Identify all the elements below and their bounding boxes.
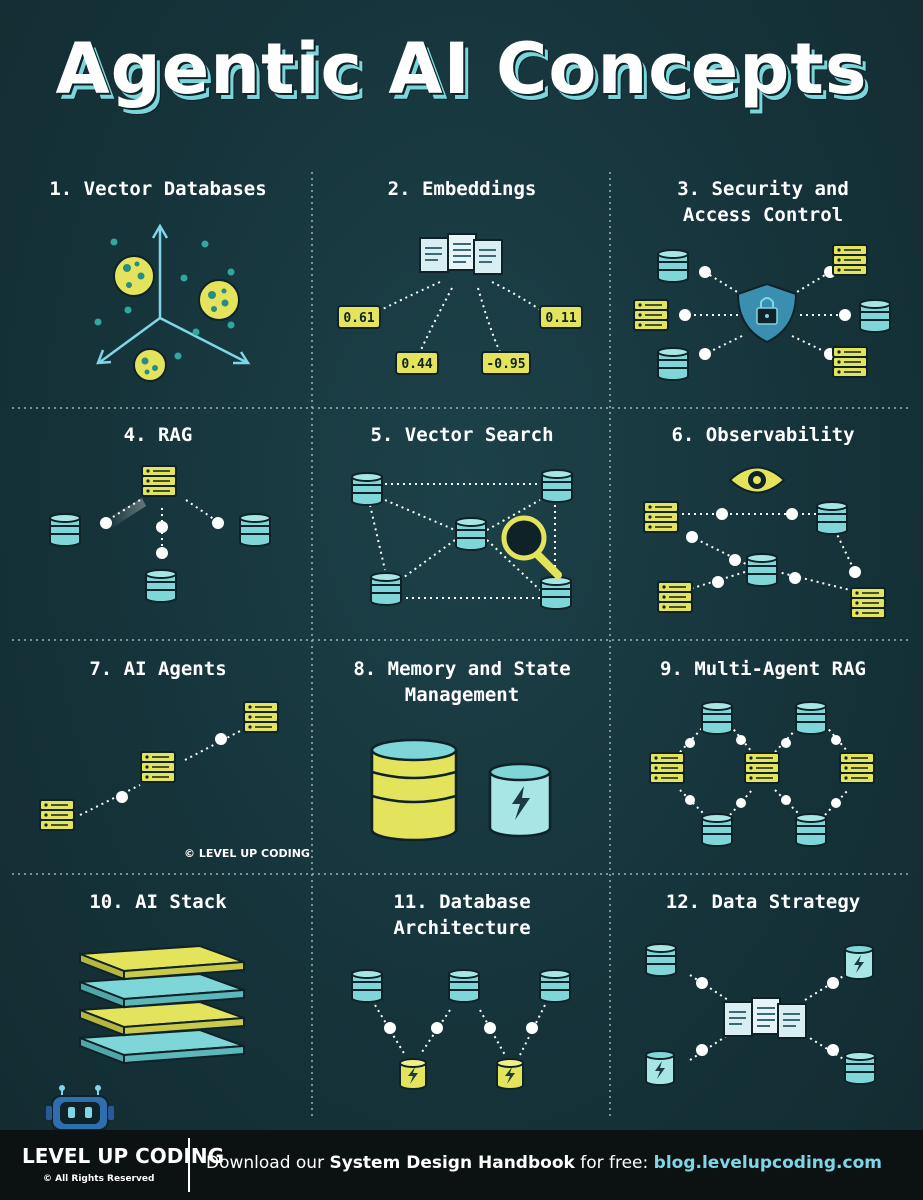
data-strategy-illustration <box>645 943 876 1086</box>
vector-search-illustration <box>351 469 573 610</box>
observability-illustration <box>643 466 886 619</box>
embedding-value: 0.11 <box>545 311 576 326</box>
concept-title-observability: 6. Observability <box>671 424 855 446</box>
cta-mid: for free: <box>574 1153 654 1173</box>
footer-rights: © All Rights Reserved <box>43 1174 155 1184</box>
multi-agent-rag-illustration <box>649 701 875 847</box>
ai-agents-illustration <box>39 701 279 831</box>
cta-link[interactable]: blog.levelupcoding.com <box>653 1153 882 1173</box>
concept-title-rag: 4. RAG <box>123 424 193 446</box>
concept-title-ai-agents: 7. AI Agents <box>89 658 227 680</box>
concept-title-ai-stack: 10. AI Stack <box>89 891 227 913</box>
concept-title-embeddings: 2. Embeddings <box>387 178 537 200</box>
concept-title-multi-agent-rag: 9. Multi-Agent RAG <box>660 658 866 680</box>
concept-title-memory: 8. Memory and State Management <box>353 658 571 706</box>
footer-cta: Download our System Design Handbook for … <box>206 1153 882 1173</box>
robot-mascot-icon <box>46 1085 114 1130</box>
rag-illustration <box>49 465 271 603</box>
ai-stack-illustration <box>79 944 245 1065</box>
concept-title-vector-search: 5. Vector Search <box>370 424 554 446</box>
grid-dividers <box>12 172 912 1118</box>
embedding-value: 0.61 <box>343 311 374 326</box>
footer-divider <box>188 1138 190 1192</box>
embeddings-illustration: 0.61 0.44 -0.95 0.11 <box>337 233 583 375</box>
security-illustration <box>633 244 891 381</box>
concept-title-database-architecture: 11. Database Architecture <box>393 891 531 939</box>
cta-handbook: System Design Handbook <box>329 1153 575 1173</box>
concept-illustrations: 0.61 0.44 -0.95 0.11 <box>12 172 912 1130</box>
embedding-value: -0.95 <box>486 357 525 372</box>
concept-title-security: 3. Security and Access Control <box>677 178 849 226</box>
database-architecture-illustration <box>351 969 571 1090</box>
cta-prefix: Download our <box>206 1153 330 1173</box>
page-title: Agentic AI Concepts <box>55 28 868 110</box>
memory-illustration <box>370 738 552 842</box>
footer-brand: LEVEL UP CODING <box>22 1144 224 1168</box>
concept-title-vector-databases: 1. Vector Databases <box>49 178 267 200</box>
footer-bar: LEVEL UP CODING © All Rights Reserved Do… <box>0 1130 923 1200</box>
vector-databases-illustration <box>94 223 251 382</box>
embedding-value: 0.44 <box>401 357 432 372</box>
copyright-mark: © LEVEL UP CODING <box>184 847 310 860</box>
concept-title-data-strategy: 12. Data Strategy <box>665 891 861 913</box>
